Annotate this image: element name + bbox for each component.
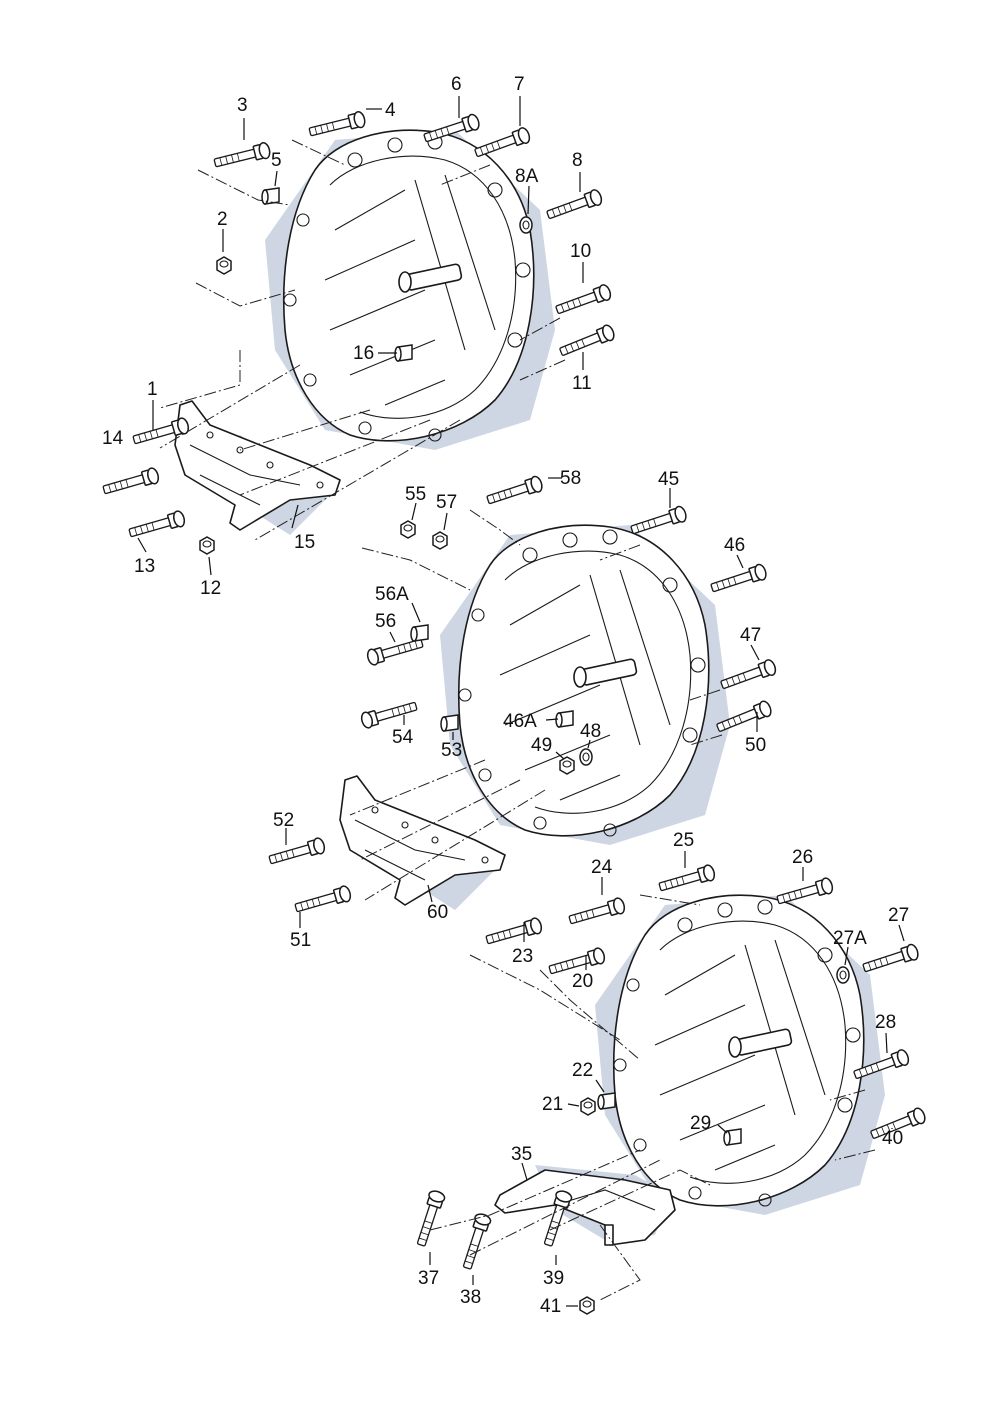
label-part-27: 27: [888, 905, 909, 926]
label-part-7: 7: [514, 74, 525, 95]
label-part-58: 58: [560, 468, 581, 489]
label-part-12: 12: [200, 578, 221, 599]
label-part-57: 57: [436, 492, 457, 513]
bolt-58: [484, 474, 545, 509]
bolt-3: [212, 140, 273, 172]
label-part-2: 2: [217, 209, 228, 230]
bolt-23: [484, 916, 544, 949]
nut-2: [216, 256, 232, 275]
gearbox-housing-upper: [264, 129, 556, 451]
bolt-52: [267, 836, 327, 869]
label-part-60: 60: [427, 902, 448, 923]
bolt-47: [718, 657, 779, 694]
label-part-13: 13: [134, 556, 155, 577]
label-part-20: 20: [572, 971, 593, 992]
label-part-15: 15: [294, 532, 315, 553]
label-part-45: 45: [658, 469, 679, 490]
label-part-50: 50: [745, 735, 766, 756]
washer-48: [579, 748, 593, 766]
nut-21: [580, 1097, 596, 1116]
label-part-11: 11: [572, 373, 592, 394]
washer-8a: [519, 216, 533, 234]
middle-assembly: 55 57 58 45 46 56A 56 47 46A 48 54 53 50…: [267, 468, 779, 951]
sleeve-46a: [555, 710, 574, 728]
label-part-8: 8: [572, 150, 583, 171]
label-part-26: 26: [792, 847, 813, 868]
sleeve-5: [261, 187, 280, 205]
label-part-40: 40: [882, 1128, 903, 1149]
label-part-37: 37: [418, 1268, 439, 1289]
lower-assembly: 25 26 24 27 27A 23 20 28 22 21 29 40 35 …: [412, 830, 928, 1317]
bolt-11: [557, 322, 617, 361]
label-part-24: 24: [591, 857, 613, 878]
label-part-46a: 46A: [503, 711, 537, 732]
gearbox-housing-middle: [439, 524, 731, 846]
label-part-35: 35: [511, 1144, 532, 1165]
bolt-27: [860, 942, 921, 977]
label-part-52: 52: [273, 810, 294, 831]
sleeve-56a: [410, 624, 429, 642]
bracket-1: [174, 400, 341, 536]
label-part-39: 39: [543, 1268, 564, 1289]
label-part-25: 25: [673, 830, 694, 851]
sleeve-29: [723, 1128, 742, 1146]
label-part-28: 28: [875, 1012, 896, 1033]
label-part-14: 14: [102, 428, 124, 449]
label-part-5: 5: [271, 150, 282, 171]
nut-49: [559, 756, 575, 775]
bolt-46: [708, 562, 769, 597]
bolt-14b: [101, 466, 161, 499]
label-part-6: 6: [451, 74, 462, 95]
label-part-56: 56: [375, 611, 396, 632]
label-part-51: 51: [290, 930, 311, 951]
bolt-24: [567, 896, 627, 929]
nut-12: [199, 536, 215, 555]
nut-41: [579, 1296, 595, 1315]
label-part-23: 23: [512, 946, 533, 967]
label-part-56a: 56A: [375, 584, 409, 605]
bolt-7: [472, 125, 533, 162]
label-part-22: 22: [572, 1060, 593, 1081]
nut-57: [432, 531, 448, 550]
nut-55: [400, 520, 416, 539]
label-part-16: 16: [353, 343, 374, 364]
bolt-13: [127, 509, 187, 542]
bolt-37: [412, 1188, 447, 1249]
sleeve-16: [394, 344, 413, 362]
sleeve-22: [597, 1092, 616, 1110]
bolt-4: [307, 109, 368, 141]
label-part-4: 4: [385, 100, 396, 121]
label-part-47: 47: [740, 625, 761, 646]
label-part-49: 49: [531, 735, 552, 756]
bolt-54: [359, 697, 419, 730]
label-part-55: 55: [405, 484, 426, 505]
label-part-46: 46: [724, 535, 745, 556]
sleeve-53: [440, 714, 459, 732]
washer-27a: [836, 966, 850, 984]
label-part-21: 21: [542, 1094, 563, 1115]
label-part-38: 38: [460, 1287, 481, 1308]
label-part-1: 1: [147, 379, 158, 400]
bracket-60: [339, 775, 506, 911]
bolt-45: [628, 504, 689, 539]
label-part-3: 3: [237, 95, 248, 116]
label-part-10: 10: [570, 241, 591, 262]
label-part-8a: 8A: [515, 166, 539, 187]
label-part-29: 29: [690, 1113, 711, 1134]
bolt-10: [553, 282, 614, 319]
label-part-53: 53: [441, 740, 462, 761]
label-part-27a: 27A: [833, 928, 867, 949]
bolt-8: [544, 187, 605, 224]
label-part-41: 41: [540, 1296, 561, 1317]
label-part-54: 54: [392, 727, 414, 748]
bolt-51: [293, 884, 353, 917]
upper-assembly: 3 4 6 7 5 8A 8 2 10 16 11 1 14 15 13 12: [101, 74, 617, 599]
bolt-25: [657, 863, 717, 896]
label-part-48: 48: [580, 721, 601, 742]
